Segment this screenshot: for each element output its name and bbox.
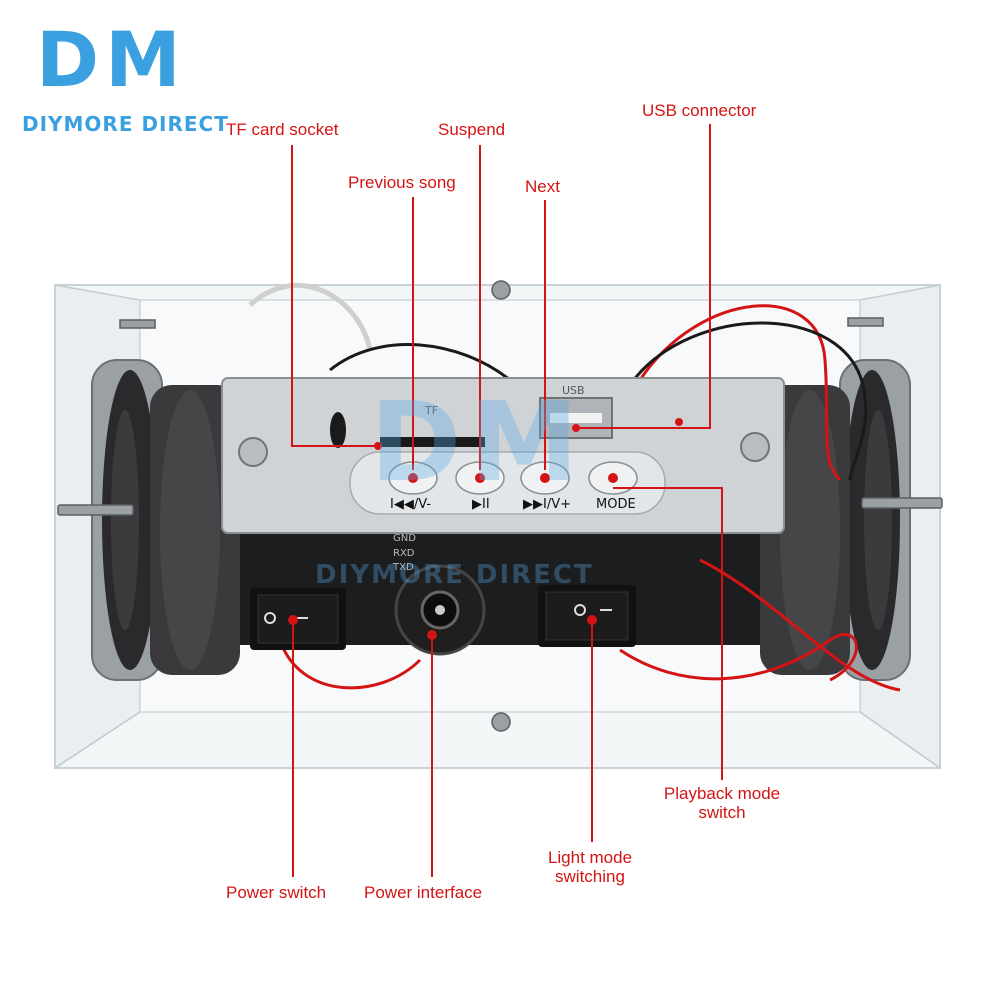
- playback-mode-line1: Playback mode: [663, 784, 781, 803]
- tf-mark: TF: [425, 404, 439, 417]
- power-switch-label: Power switch: [226, 883, 327, 902]
- gnd-mark: GND: [393, 533, 416, 544]
- tf-card-socket-label: TF card socket: [226, 120, 339, 139]
- watermark-logo: DM: [370, 378, 587, 506]
- brand-name: DIYMORE DIRECT: [22, 112, 229, 136]
- light-mode-label: Light mode switching: [530, 848, 650, 886]
- brand-logo: DM: [36, 15, 187, 104]
- light-mode-line2: switching: [555, 867, 625, 886]
- power-interface-label: Power interface: [364, 883, 483, 902]
- next-button-label: ▶▶I/V+: [523, 497, 571, 512]
- next-label: Next: [525, 177, 560, 196]
- rxd-mark: RXD: [393, 548, 415, 559]
- usb-connector-label: USB connector: [642, 101, 757, 120]
- previous-song-label: Previous song: [348, 173, 456, 192]
- playback-mode-line2: switch: [698, 803, 746, 822]
- usb-mark: USB: [562, 384, 585, 397]
- play-button-label: ▶II: [472, 497, 490, 512]
- tf-card-socket: [380, 437, 485, 447]
- txd-mark: TXD: [393, 562, 414, 573]
- prev-button-label: I◀◀/V-: [390, 497, 432, 512]
- callout-lines: [291, 124, 723, 877]
- playback-mode-label: Playback mode switch: [652, 784, 792, 822]
- suspend-label: Suspend: [438, 120, 506, 139]
- light-mode-line1: Light mode: [547, 848, 633, 867]
- watermark-name: DIYMORE DIRECT: [315, 560, 594, 590]
- left-speaker: [91, 359, 240, 681]
- mode-button-label: MODE: [596, 497, 636, 512]
